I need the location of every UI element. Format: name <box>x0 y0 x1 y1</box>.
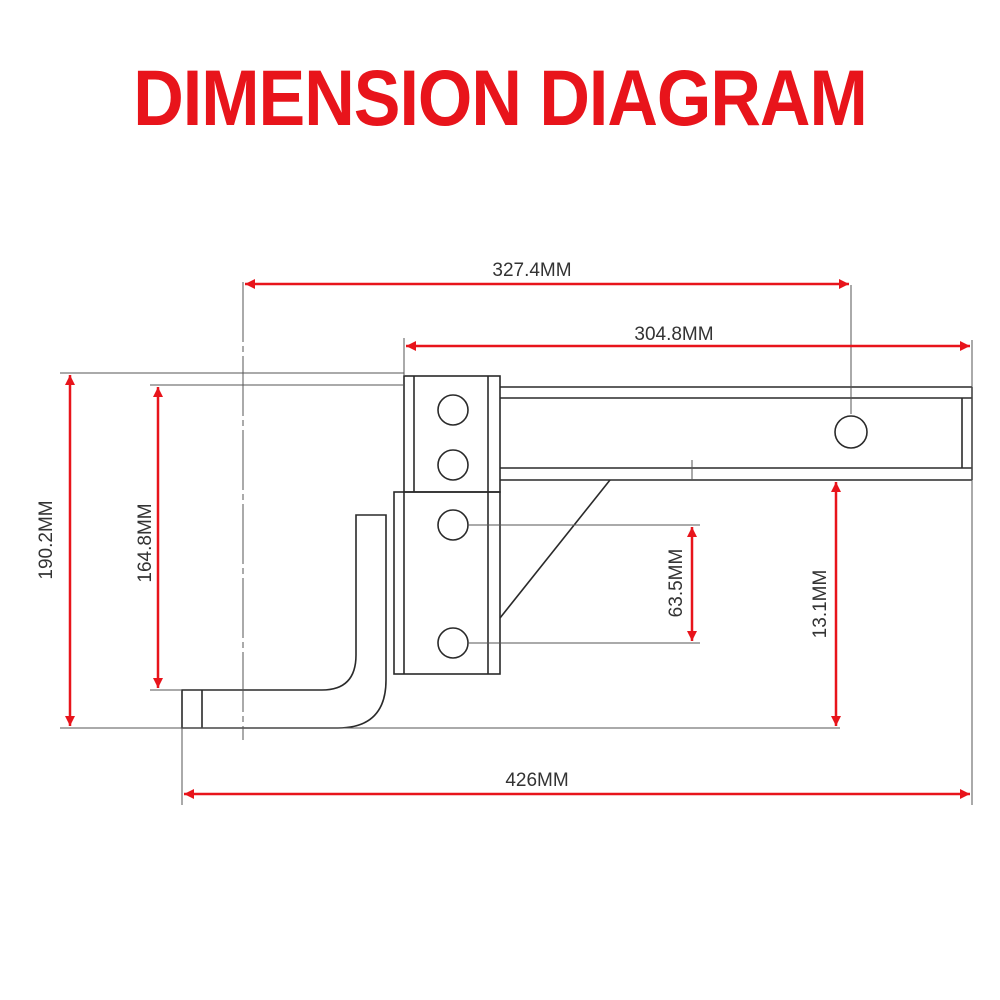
adjust-hole-1 <box>437 394 469 426</box>
hitch-outline <box>181 375 973 729</box>
page-title: DIMENSION DIAGRAM <box>133 54 868 142</box>
shank-pin-hole <box>834 415 868 449</box>
label-total-length: 426MM <box>505 770 568 791</box>
upper-plate <box>403 375 501 493</box>
drop-shank <box>181 514 387 729</box>
label-hole-spacing: 63.5MM <box>666 549 687 618</box>
label-overall-span: 327.4MM <box>492 260 571 281</box>
dimension-lines <box>65 279 970 799</box>
adjust-hole-3 <box>437 509 469 541</box>
label-drop: 13.1MM <box>810 570 831 639</box>
label-total-height: 190.2MM <box>36 500 57 579</box>
label-mount-height: 164.8MM <box>135 503 156 582</box>
adjust-hole-4 <box>437 627 469 659</box>
lower-plate <box>393 491 501 675</box>
gusset-brace <box>499 479 611 619</box>
extension-lines <box>60 282 973 805</box>
label-shank-length: 304.8MM <box>634 324 713 345</box>
shank-tube <box>500 386 973 481</box>
adjust-hole-2 <box>437 449 469 481</box>
